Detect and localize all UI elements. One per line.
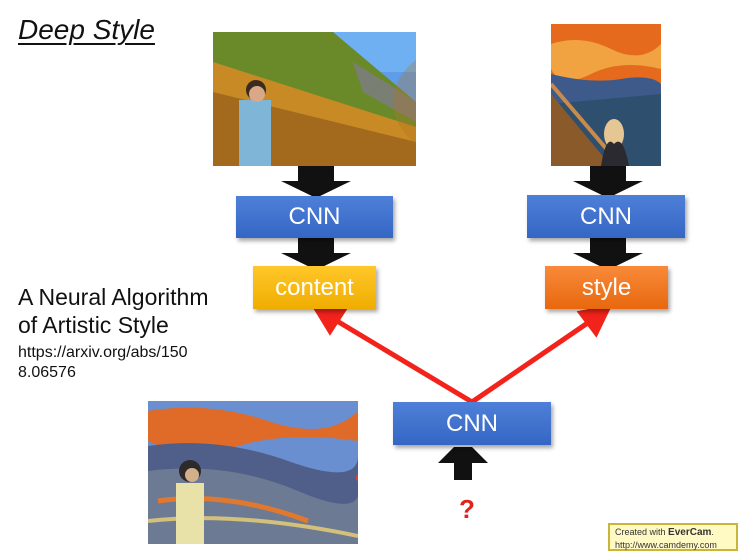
evercam-watermark: Created with EverCam. http://www.camdemy…: [608, 523, 738, 551]
cnn-box-content: CNN: [236, 196, 393, 238]
arrow-input-to-cnn: [438, 447, 488, 480]
content-photo: [213, 32, 416, 166]
paper-url-line1: https://arxiv.org/abs/150: [18, 344, 188, 361]
red-arrow-to-content: [330, 315, 474, 405]
slide-title: Deep Style: [18, 14, 155, 45]
paper-title-line1: A Neural Algorithm: [18, 284, 209, 310]
arrow-cnn-to-content: [281, 238, 351, 270]
red-arrowhead-content: [311, 304, 348, 336]
paper-reference: A Neural Algorithm of Artistic Style htt…: [18, 283, 208, 383]
content-box: content: [253, 266, 376, 309]
result-image: [148, 401, 358, 544]
paper-title-line2: of Artistic Style: [18, 312, 169, 338]
watermark-brand-suffix: .: [711, 527, 714, 537]
arrow-style-photo-to-cnn: [573, 166, 643, 198]
arrow-cnn-to-style: [573, 238, 643, 270]
cnn-box-style: CNN: [527, 195, 685, 238]
watermark-brand: EverCam: [668, 527, 712, 538]
paper-url-line2: 8.06576: [18, 364, 76, 381]
style-box: style: [545, 266, 668, 309]
cnn-box-generated: CNN: [393, 402, 551, 445]
red-arrow-to-style: [470, 317, 594, 405]
arrow-content-photo-to-cnn: [281, 166, 351, 198]
question-mark: ?: [459, 494, 475, 524]
style-painting: [551, 24, 661, 166]
red-arrowhead-style: [576, 304, 613, 338]
watermark-created: Created with: [615, 527, 669, 537]
watermark-url: http://www.camdemy.com: [615, 540, 717, 550]
